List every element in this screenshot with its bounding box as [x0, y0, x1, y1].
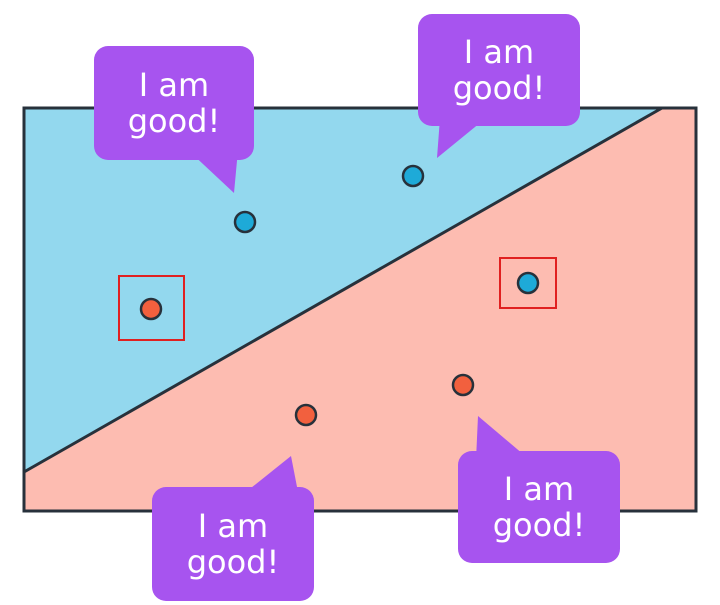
speech-bubble: I am good! [94, 46, 254, 160]
red-point-misclassified [139, 297, 163, 321]
bubble-text-line-1: I am [503, 470, 575, 508]
bubble-text-line-2: good! [186, 543, 280, 581]
plot-frame [22, 106, 698, 513]
speech-bubble: I am good! [458, 451, 620, 563]
blue-point [233, 210, 257, 234]
bubble-text-line-1: I am [463, 33, 535, 71]
bubble-tail-2 [437, 118, 486, 158]
red-point [451, 373, 475, 397]
bubble-text-line-2: good! [127, 102, 221, 140]
speech-bubble: I am good! [152, 487, 314, 601]
bubble-tail-1 [188, 150, 238, 193]
blue-point-misclassified [516, 271, 540, 295]
bubble-text-line-1: I am [138, 66, 210, 104]
bubble-tail-3 [246, 456, 298, 492]
bubble-text-line-1: I am [197, 507, 269, 545]
speech-bubble: I am good! [418, 14, 580, 126]
misclassified-highlight-box [499, 257, 557, 309]
bubble-tail-4 [476, 416, 530, 460]
bubble-text-line-2: good! [492, 506, 586, 544]
misclassified-highlight-box [118, 275, 185, 341]
decision-boundary [23, 106, 663, 474]
lower-region [24, 108, 696, 511]
red-point [294, 403, 318, 427]
blue-point [401, 164, 425, 188]
bubble-text-line-2: good! [452, 69, 546, 107]
